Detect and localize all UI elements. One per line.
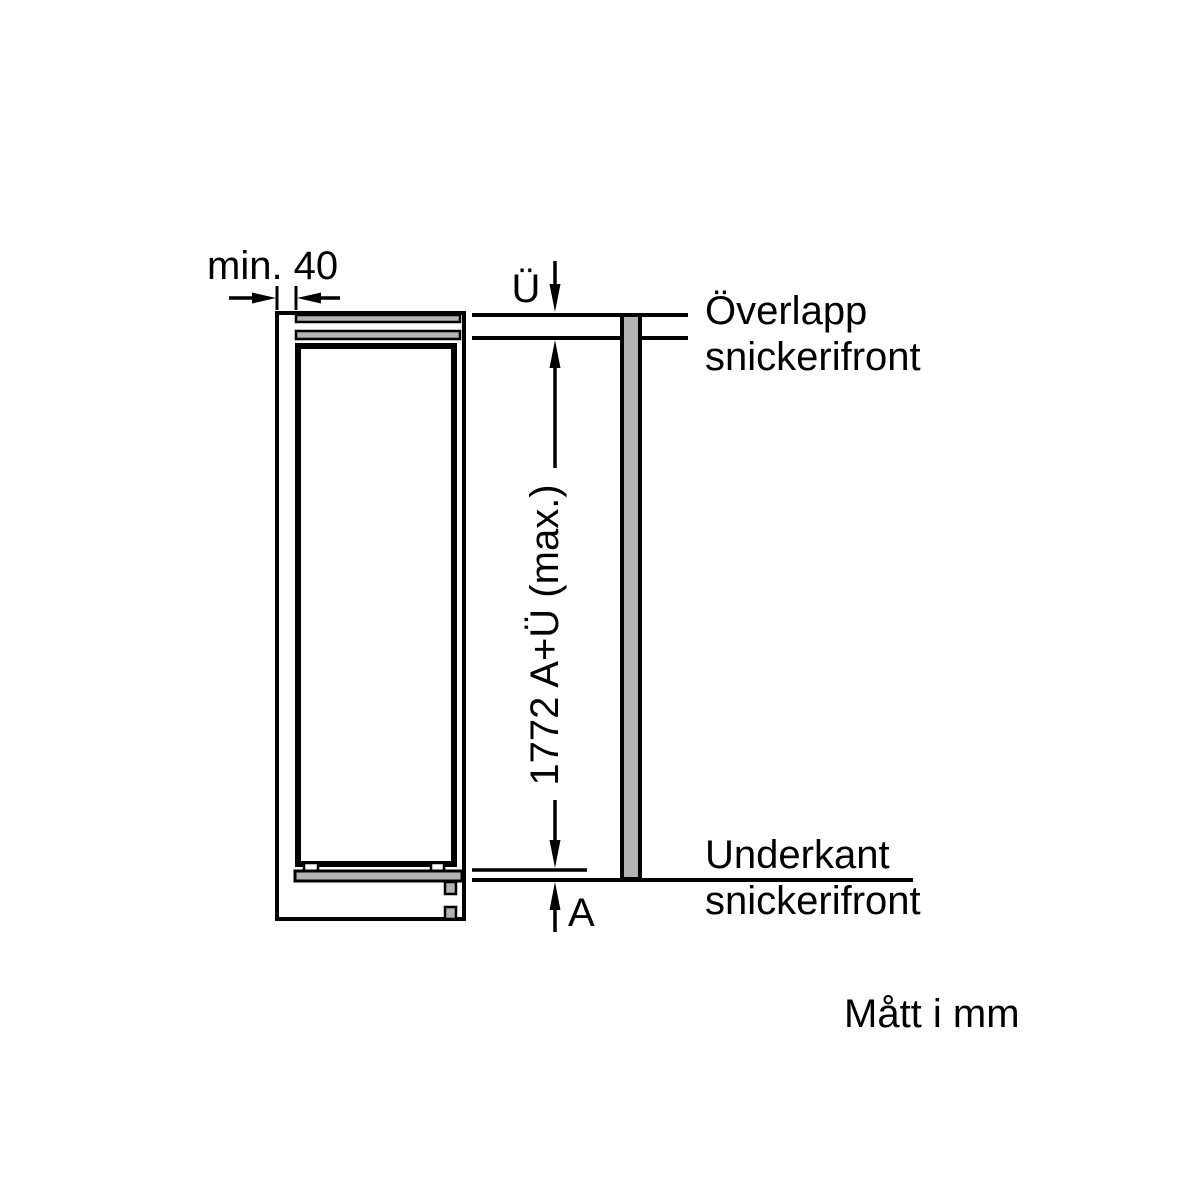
arrow-up-icon (549, 340, 561, 368)
top-fixing-rail-lower (294, 329, 462, 341)
underkant-front-label: Underkant snickerifront (705, 832, 921, 924)
a-dimension-label: A (568, 891, 595, 935)
arrow-right-icon (252, 292, 276, 304)
furniture-front-panel (620, 313, 642, 881)
arrow-up-icon (549, 882, 561, 910)
height-dimension-label: 1772 A+Ü (max.) (523, 484, 567, 786)
overlap-front-label-line2: snickerifront (705, 335, 921, 379)
overlap-front-label-line1: Överlapp (705, 289, 868, 333)
appliance-foot-lower (443, 905, 458, 921)
arrow-left-icon (297, 292, 321, 304)
underkant-front-label-line2: snickerifront (705, 879, 921, 923)
min40-dimension-label: min. 40 (207, 244, 339, 288)
units-label: Mått i mm (844, 992, 1020, 1036)
underkant-front-label-line1: Underkant (705, 833, 890, 877)
plinth-panel (293, 869, 464, 883)
appliance-foot-upper (443, 880, 458, 896)
arrow-down-icon (549, 840, 561, 868)
arrow-down-icon (549, 284, 561, 312)
top-fixing-rail-upper (294, 313, 462, 324)
overlap-front-label: Överlapp snickerifront (705, 288, 921, 380)
appliance-door (295, 343, 457, 867)
u-dimension-label: Ü (511, 267, 541, 311)
